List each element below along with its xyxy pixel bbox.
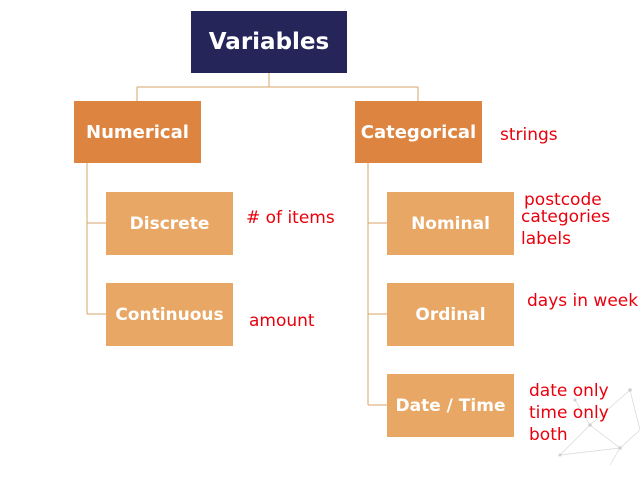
node-nominal: Nominal xyxy=(387,192,514,255)
node-discrete: Discrete xyxy=(106,192,233,255)
annotation-datetime-both: both xyxy=(529,425,568,445)
decorative-network-graphic xyxy=(558,388,640,466)
categorical-connector xyxy=(367,163,387,406)
node-continuous: Continuous xyxy=(106,283,233,346)
annotation-nominal-categories: categories xyxy=(521,207,611,227)
node-variables: Variables xyxy=(191,11,347,73)
node-categorical: Categorical xyxy=(355,101,482,163)
root-connector xyxy=(136,73,419,101)
node-ordinal-label: Ordinal xyxy=(415,304,486,325)
node-nominal-label: Nominal xyxy=(411,213,490,234)
numerical-connector xyxy=(86,163,106,315)
node-discrete-label: Discrete xyxy=(129,213,210,234)
annotation-nominal-labels: labels xyxy=(521,229,571,249)
node-continuous-label: Continuous xyxy=(115,304,224,325)
node-date-time: Date / Time xyxy=(387,374,514,437)
annotation-discrete: # of items xyxy=(246,208,335,228)
node-categorical-label: Categorical xyxy=(360,121,477,143)
annotation-datetime-time: time only xyxy=(529,403,609,423)
annotation-ordinal: days in week xyxy=(527,291,639,311)
node-numerical: Numerical xyxy=(74,101,201,163)
annotation-strings: strings xyxy=(500,125,558,145)
annotation-nominal-postcode: postcode xyxy=(524,190,602,210)
annotation-datetime-date: date only xyxy=(529,381,609,401)
node-date-time-label: Date / Time xyxy=(395,395,506,416)
node-variables-label: Variables xyxy=(208,29,330,55)
node-ordinal: Ordinal xyxy=(387,283,514,346)
annotation-continuous: amount xyxy=(249,311,315,331)
node-numerical-label: Numerical xyxy=(86,121,189,143)
